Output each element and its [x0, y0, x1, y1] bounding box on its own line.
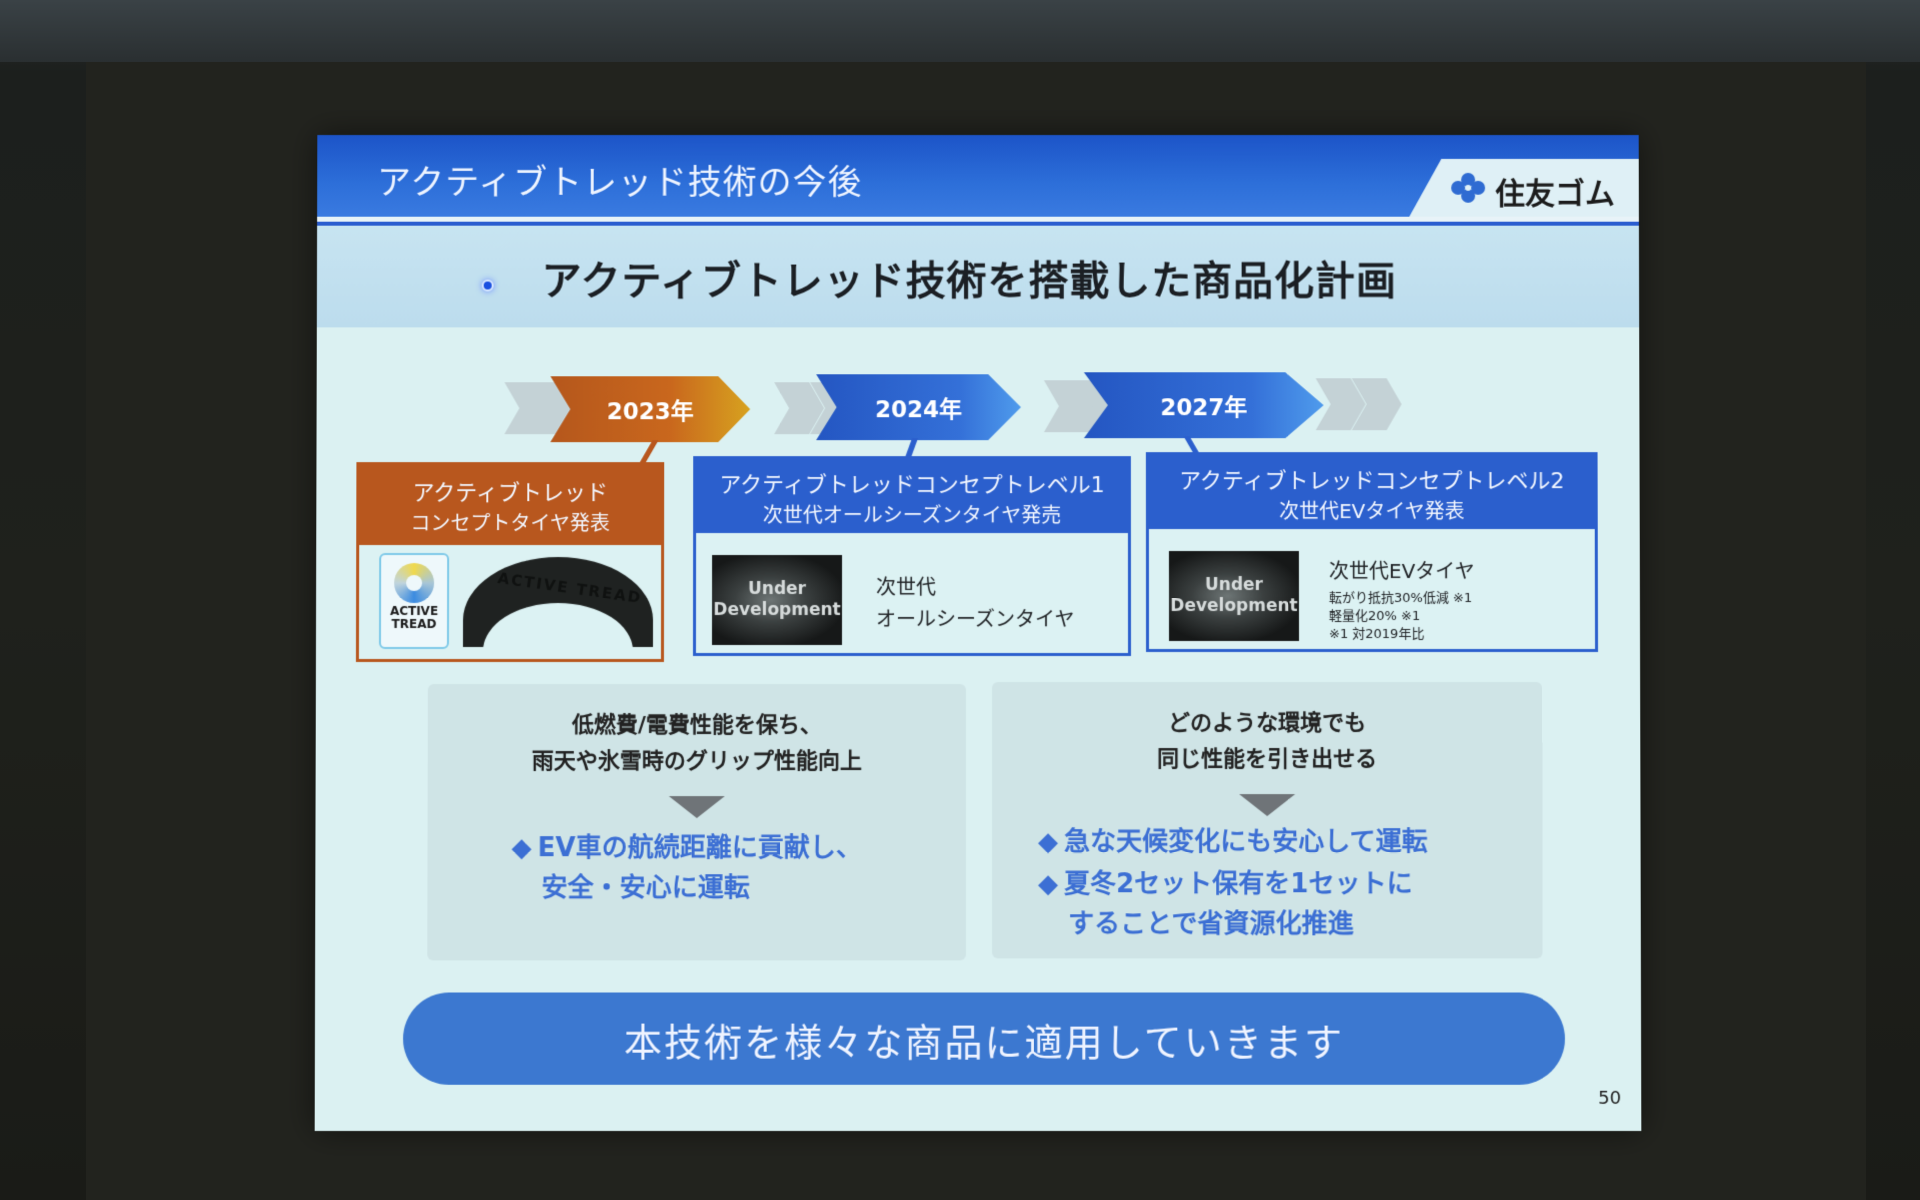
note-line: 転がり抵抗30%低減 ※1	[1328, 591, 1473, 607]
tire-rim-cutout	[482, 603, 634, 648]
card-title-line1: アクティブトレッドコンセプトレベル1	[719, 473, 1105, 499]
panel-heading-line1: どのような環境でも	[1168, 711, 1367, 737]
card-header: アクティブトレッドコンセプトレベル1 次世代オールシーズンタイヤ発売	[696, 459, 1128, 534]
down-arrow-icon	[1239, 794, 1296, 817]
benefit-panel-left: 低燃費/電費性能を保ち、 雨天や氷雪時のグリップ性能向上 ◆EV車の航続距離に貢…	[427, 684, 966, 961]
diamond-bullet-icon: ◆	[1038, 869, 1059, 900]
benefit-bullet: ◆急な天候変化にも安心して運転	[1038, 822, 1428, 862]
panel-heading: 低燃費/電費性能を保ち、 雨天や氷雪時のグリップ性能向上	[428, 708, 966, 780]
room-ceiling	[0, 0, 1920, 62]
diamond-bullet-icon: ◆	[511, 833, 532, 864]
card-title-line1: アクティブトレッド	[412, 481, 609, 507]
slide-title: アクティブトレッド技術の今後	[377, 162, 863, 203]
card-title-line1: アクティブトレッドコンセプトレベル2	[1179, 469, 1565, 495]
image-label-1: Under	[1204, 574, 1263, 595]
company-logo: 住友ゴム	[1409, 159, 1639, 217]
image-label-2: Development	[1170, 596, 1298, 617]
logo-label-1: ACTIVE	[389, 604, 439, 619]
bullet-line1: EV車の航続距離に貢献し、	[537, 833, 862, 864]
card-title-line2: コンセプトタイヤ発表	[410, 511, 610, 536]
benefit-panel-right: どのような環境でも 同じ性能を引き出せる ◆急な天候変化にも安心して運転 ◆夏冬…	[992, 682, 1543, 959]
milestone-card-2023: アクティブトレッド コンセプトタイヤ発表 ACTIVE TREAD ACTIVE…	[355, 462, 665, 663]
presentation-slide: アクティブトレッド技術の今後 住友ゴム アクティブトレッド技術を搭載した商品化計…	[314, 135, 1642, 1131]
card-description: 次世代 オールシーズンタイヤ	[876, 571, 1074, 635]
slide-subtitle: アクティブトレッド技術を搭載した商品化計画	[541, 258, 1398, 305]
image-label-1: Under	[748, 578, 807, 599]
desc-line1: 次世代	[876, 575, 937, 600]
logo-label-2: TREAD	[391, 616, 437, 631]
note-line: ※1 対2019年比	[1328, 627, 1425, 642]
panel-heading: どのような環境でも 同じ性能を引き出せる	[992, 706, 1542, 778]
bullet-line2: 安全・安心に運転	[541, 873, 750, 904]
timeline-year-2023: 2023年	[550, 376, 750, 442]
card-description: 次世代EVタイヤ 転がり抵抗30%低減 ※1 軽量化20% ※1 ※1 対201…	[1329, 555, 1475, 644]
tire-image: ACTIVE TREAD	[462, 557, 654, 648]
panel-heading-line1: 低燃費/電費性能を保ち、	[571, 713, 822, 739]
card-header: アクティブトレッドコンセプトレベル2 次世代EVタイヤ発表	[1148, 455, 1595, 530]
bullet-dot-icon	[481, 279, 494, 292]
conclusion-banner: 本技術を様々な商品に適用していきます	[402, 992, 1566, 1085]
panel-heading-line2: 同じ性能を引き出せる	[1157, 747, 1378, 773]
panel-heading-line2: 雨天や氷雪時のグリップ性能向上	[531, 749, 862, 775]
bullet-line1: 急な天候変化にも安心して運転	[1064, 827, 1428, 858]
card-header: アクティブトレッド コンセプトタイヤ発表	[359, 465, 662, 546]
active-tread-logo: ACTIVE TREAD	[378, 553, 450, 650]
timeline-connector	[639, 440, 659, 463]
active-tread-logo-icon	[394, 563, 435, 604]
diamond-bullet-icon: ◆	[1038, 827, 1059, 858]
card-title-line2: 次世代EVタイヤ発表	[1278, 499, 1465, 524]
bullet-line2: することで省資源化推進	[1068, 909, 1354, 940]
timeline-year-2024: 2024年	[816, 374, 1021, 440]
sumitomo-flower-icon	[1451, 173, 1485, 203]
tire-sidewall-text: ACTIVE TREAD	[496, 568, 644, 608]
benefit-bullet: ◆EV車の航続距離に貢献し、 安全・安心に運転	[511, 828, 862, 908]
image-label-2: Development	[713, 600, 841, 621]
benefit-bullet: ◆夏冬2セット保有を1セットに することで省資源化推進	[1038, 864, 1413, 944]
note-line: 軽量化20% ※1	[1328, 609, 1421, 625]
card-title-line2: 次世代オールシーズンタイヤ発売	[762, 503, 1062, 528]
page-number: 50	[1598, 1087, 1622, 1109]
milestone-card-2024: アクティブトレッドコンセプトレベル1 次世代オールシーズンタイヤ発売 Under…	[692, 456, 1132, 657]
logo-text: 住友ゴム	[1495, 176, 1615, 212]
down-arrow-icon	[668, 796, 725, 819]
desc-line2: オールシーズンタイヤ	[876, 607, 1075, 632]
desc-heading: 次世代EVタイヤ	[1328, 559, 1475, 584]
bullet-line1: 夏冬2セット保有を1セットに	[1064, 869, 1413, 900]
timeline-year-2027: 2027年	[1084, 372, 1324, 438]
